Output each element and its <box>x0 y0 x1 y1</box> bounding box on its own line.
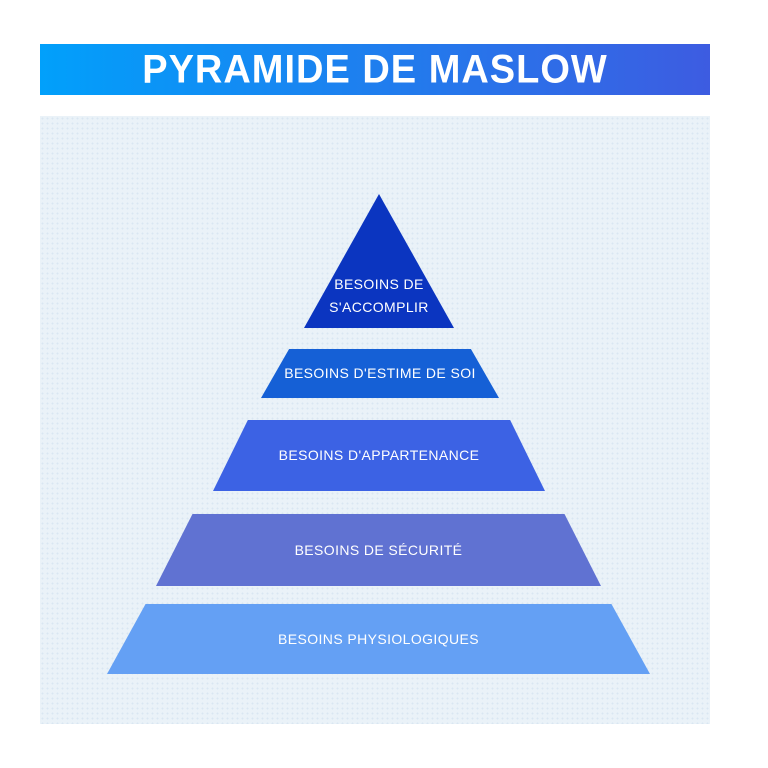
pyramid-level-3-shape <box>213 420 545 491</box>
pyramid-level-4-label: BESOINS DE SÉCURITÉ <box>294 541 463 558</box>
pyramid-level-5-label: BESOINS PHYSIOLOGIQUES <box>278 630 479 647</box>
pyramid-level-4: BESOINS DE SÉCURITÉ <box>156 514 601 586</box>
diagram-panel: BESOINS DE S'ACCOMPLIR BESOINS D'ESTIME … <box>40 116 710 724</box>
pyramid-level-5: BESOINS PHYSIOLOGIQUES <box>107 604 650 674</box>
pyramid-level-2: BESOINS D'ESTIME DE SOI <box>261 349 499 398</box>
pyramid-level-1-label-text: BESOINS DE S'ACCOMPLIR <box>329 276 429 315</box>
pyramid-level-4-shape <box>156 514 601 586</box>
pyramid-level-2-shape <box>261 349 499 398</box>
pyramid-level-1: BESOINS DE S'ACCOMPLIR <box>304 194 454 328</box>
pyramid-level-1-label: BESOINS DE S'ACCOMPLIR <box>304 194 454 328</box>
title-banner: PYRAMIDE DE MASLOW <box>40 44 710 95</box>
pyramid-level-3-label: BESOINS D'APPARTENANCE <box>278 447 480 463</box>
page-title: PYRAMIDE DE MASLOW <box>142 47 608 92</box>
pyramid-level-3: BESOINS D'APPARTENANCE <box>213 420 545 491</box>
pyramid-level-2-label: BESOINS D'ESTIME DE SOI <box>284 365 476 381</box>
pyramid-level-5-shape <box>107 604 650 674</box>
